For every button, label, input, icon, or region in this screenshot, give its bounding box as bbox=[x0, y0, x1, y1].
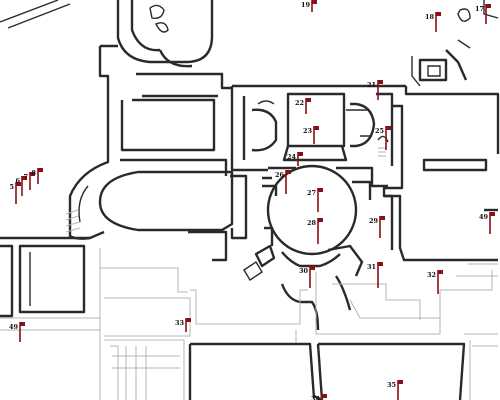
location-marker-25[interactable]: 25 bbox=[375, 126, 391, 150]
marker-label: 24 bbox=[287, 153, 297, 161]
location-marker-6[interactable]: 6 bbox=[15, 176, 27, 196]
red-flag-icon bbox=[378, 80, 383, 84]
red-flag-icon bbox=[486, 4, 491, 8]
marker-label: 32 bbox=[427, 271, 436, 279]
red-flag-icon bbox=[310, 266, 315, 270]
location-marker-29[interactable]: 29 bbox=[369, 216, 385, 238]
red-flag-icon bbox=[318, 188, 323, 192]
location-marker-26[interactable]: 26 bbox=[275, 170, 291, 194]
location-markers: 19 18 17 21 22 23 24 25 26 27 28 29 49 30 31 32 33 34 35 56… bbox=[9, 0, 495, 400]
red-flag-icon bbox=[398, 380, 403, 384]
marker-label: 33 bbox=[175, 319, 185, 327]
location-marker-32[interactable]: 32 bbox=[427, 270, 443, 294]
red-flag-icon bbox=[436, 12, 441, 16]
marker-label: 19 bbox=[301, 1, 311, 9]
marker-label: 18 bbox=[425, 13, 435, 21]
location-marker-21[interactable]: 21 bbox=[367, 80, 383, 100]
marker-label: 7 bbox=[23, 173, 28, 181]
marker-label: 31 bbox=[367, 263, 376, 271]
red-flag-icon bbox=[286, 170, 291, 174]
marker-label: 26 bbox=[275, 171, 285, 179]
marker-label: 49 bbox=[9, 323, 19, 331]
location-marker-30[interactable]: 30 bbox=[299, 266, 315, 288]
location-marker-35[interactable]: 35 bbox=[387, 380, 403, 400]
marker-label: 27 bbox=[307, 189, 316, 197]
marker-label: 6 bbox=[15, 177, 20, 185]
marker-label: 22 bbox=[295, 99, 304, 107]
red-flag-icon bbox=[314, 126, 319, 130]
marker-label: 21 bbox=[367, 81, 376, 89]
location-marker-17[interactable]: 17 bbox=[475, 4, 491, 24]
location-marker-22[interactable]: 22 bbox=[295, 98, 311, 114]
marker-label: 25 bbox=[375, 127, 385, 135]
location-marker-7[interactable]: 7 bbox=[23, 172, 35, 190]
marker-label: 35 bbox=[387, 381, 397, 389]
red-flag-icon bbox=[438, 270, 443, 274]
marker-label: 8 bbox=[31, 169, 36, 177]
location-marker-49[interactable]: 49 bbox=[9, 322, 25, 342]
red-flag-icon bbox=[386, 126, 391, 130]
location-marker-27[interactable]: 27 bbox=[307, 188, 323, 212]
marker-label: 30 bbox=[299, 267, 309, 275]
location-marker-34[interactable]: 34 bbox=[311, 394, 327, 400]
location-marker-5[interactable]: 5 bbox=[9, 182, 21, 204]
marker-label: 23 bbox=[303, 127, 313, 135]
red-flag-icon bbox=[306, 98, 311, 102]
location-marker-23[interactable]: 23 bbox=[303, 126, 319, 144]
marker-label: 29 bbox=[369, 217, 379, 225]
location-marker-8[interactable]: 8 bbox=[31, 168, 43, 184]
red-flag-icon bbox=[22, 176, 27, 180]
location-marker-19[interactable]: 19 bbox=[301, 0, 317, 12]
location-marker-18[interactable]: 18 bbox=[425, 12, 441, 32]
marker-label: 17 bbox=[475, 5, 484, 13]
location-marker-33[interactable]: 33 bbox=[175, 318, 191, 332]
location-marker-28[interactable]: 28 bbox=[307, 218, 323, 244]
red-flag-icon bbox=[322, 394, 327, 398]
red-flag-icon bbox=[378, 262, 383, 266]
red-flag-icon bbox=[38, 168, 43, 172]
red-flag-icon bbox=[30, 172, 35, 176]
red-flag-icon bbox=[318, 218, 323, 222]
location-marker-24[interactable]: 24 bbox=[287, 152, 303, 166]
marker-label: 34 bbox=[311, 395, 321, 400]
red-flag-icon bbox=[20, 322, 25, 326]
red-flag-icon bbox=[298, 152, 303, 156]
location-marker-31[interactable]: 31 bbox=[367, 262, 383, 288]
red-flag-icon bbox=[186, 318, 191, 322]
red-flag-icon bbox=[490, 212, 495, 216]
red-flag-icon bbox=[16, 182, 21, 186]
marker-label: 5 bbox=[9, 183, 14, 191]
location-marker-49[interactable]: 49 bbox=[479, 212, 495, 234]
red-flag-icon bbox=[312, 0, 317, 4]
marker-label: 49 bbox=[479, 213, 489, 221]
red-flag-icon bbox=[380, 216, 385, 220]
marker-label: 28 bbox=[307, 219, 317, 227]
